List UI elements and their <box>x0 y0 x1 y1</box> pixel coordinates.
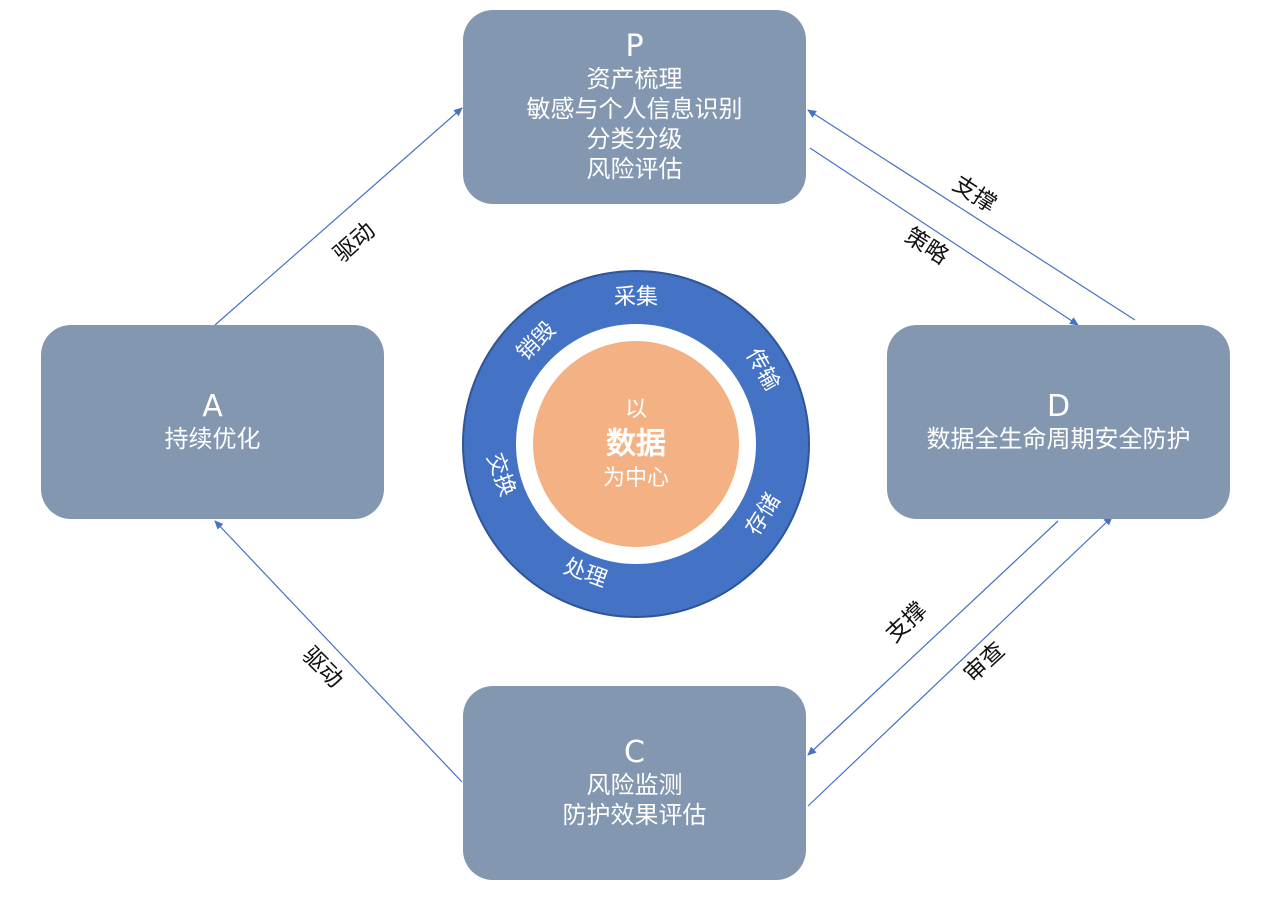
check-line-monitoring: 风险监测 <box>586 771 683 799</box>
edge-label-d-to-c: 支撑 <box>881 597 932 647</box>
act-letter: A <box>202 389 223 424</box>
edge-label-p-to-d: 策略 <box>900 223 953 270</box>
arrow-d-to-p <box>807 109 1136 321</box>
arrow-c-to-a <box>214 520 463 783</box>
plan-line-classification: 分类分级 <box>586 125 683 153</box>
plan-line-risk-assessment: 风险评估 <box>586 155 683 183</box>
plan-line-asset-inventory: 资产梳理 <box>586 65 683 93</box>
edge-label-a-to-p: 驱动 <box>329 218 381 268</box>
center-suffix: 为中心 <box>603 466 669 491</box>
center-title: 数据 <box>606 427 666 462</box>
do-box: D 数据全生命周期安全防护 <box>887 325 1230 519</box>
act-box: A 持续优化 <box>41 325 384 519</box>
do-line-protection: 数据全生命周期安全防护 <box>926 425 1191 453</box>
ring-label-collect: 采集 <box>614 285 658 310</box>
center-prefix: 以 <box>625 397 647 422</box>
plan-line-sensitive-info: 敏感与个人信息识别 <box>526 95 743 123</box>
act-line-optimize: 持续优化 <box>164 425 261 453</box>
plan-letter: P <box>625 29 644 64</box>
edge-label-c-to-a: 驱动 <box>297 642 348 693</box>
arrow-d-to-c <box>807 520 1059 756</box>
edge-label-c-to-d: 审查 <box>959 637 1010 687</box>
plan-box: P 资产梳理 敏感与个人信息识别 分类分级 风险评估 <box>463 10 806 204</box>
do-letter: D <box>1046 389 1071 424</box>
arrow-a-to-p <box>214 107 463 326</box>
data-center-circle <box>533 341 739 547</box>
check-box: C 风险监测 防护效果评估 <box>463 686 806 880</box>
edge-label-d-to-p: 支撑 <box>948 171 1001 218</box>
arrow-c-to-d <box>807 516 1113 807</box>
check-line-evaluation: 防护效果评估 <box>562 801 707 829</box>
check-letter: C <box>624 735 645 770</box>
arrow-p-to-d <box>809 147 1079 326</box>
